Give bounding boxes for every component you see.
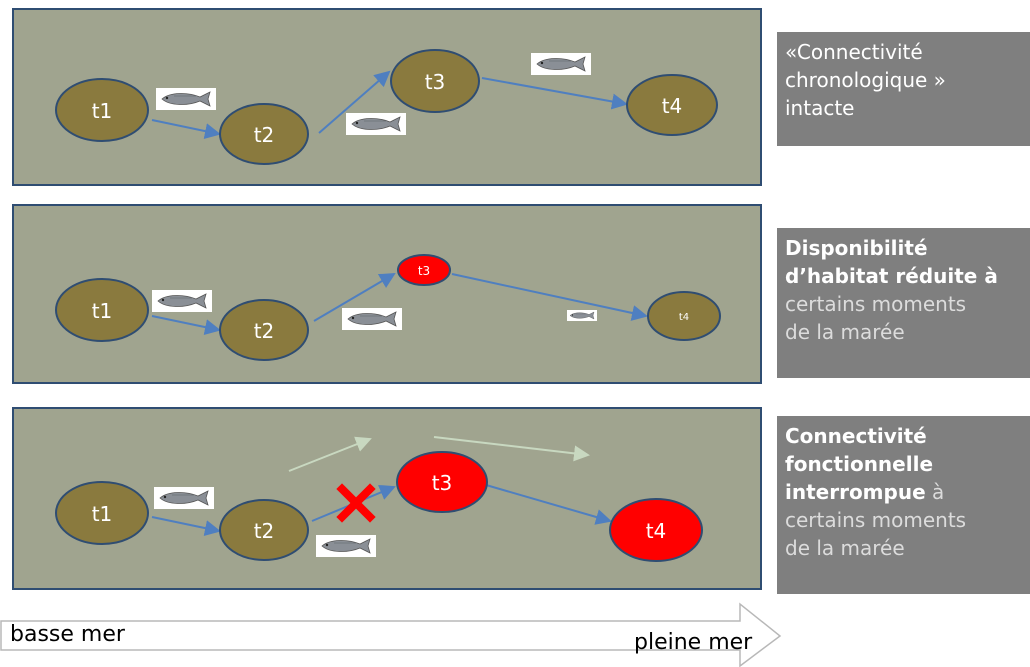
node-t2-label: t2 bbox=[254, 519, 275, 543]
node-t1-label: t1 bbox=[92, 99, 113, 123]
arrow-t2-t3 bbox=[318, 70, 391, 134]
panel-diagram: t1 t2 t3 t4 bbox=[55, 436, 703, 562]
node-t2-label: t2 bbox=[254, 319, 275, 343]
panel-diagram: t1 t2 t3 t4 bbox=[55, 49, 718, 165]
caption-line: de la marée bbox=[785, 320, 905, 344]
fish-icon bbox=[346, 113, 406, 135]
fish-icon bbox=[342, 308, 402, 330]
faded-arrow bbox=[288, 436, 372, 472]
caption-line: certains moments bbox=[785, 292, 967, 316]
arrow-t1-t2 bbox=[151, 516, 221, 536]
node-t3-label: t3 bbox=[425, 70, 446, 94]
node-t1 bbox=[55, 278, 149, 342]
arrow-t2-t3 bbox=[313, 272, 396, 322]
node-t4 bbox=[647, 291, 721, 341]
arrow-t3-t4 bbox=[451, 273, 648, 321]
caption-line: chronologique » bbox=[785, 68, 946, 92]
caption-emphasis: d’habitat réduite bbox=[785, 264, 978, 288]
caption-line: fonctionnelle bbox=[785, 452, 934, 476]
caption-line: à bbox=[925, 480, 945, 504]
node-t2 bbox=[219, 103, 309, 165]
panel-interrupted-connectivity: t1 t2 t3 t4 bbox=[12, 407, 762, 590]
caption-emphasis: interrompue bbox=[785, 480, 926, 504]
panel-intact-connectivity: t1 t2 t3 t4 bbox=[12, 8, 762, 186]
caption-line: Disponibilité bbox=[785, 236, 928, 260]
tide-high-label: pleine mer bbox=[634, 630, 753, 655]
fish-icon bbox=[156, 88, 216, 110]
node-t2 bbox=[219, 299, 309, 361]
panel-reduced-habitat: t1 t2 t3 t4 bbox=[12, 204, 762, 384]
caption-line: à bbox=[977, 264, 998, 288]
fish-icon bbox=[154, 487, 214, 509]
caption-line: intacte bbox=[785, 96, 855, 120]
caption-line: Connectivité bbox=[785, 424, 927, 448]
fish-icon bbox=[531, 53, 591, 75]
caption-interrupted: Connectivité fonctionnelle interrompue à… bbox=[777, 416, 1030, 594]
node-t4-label: t4 bbox=[646, 519, 667, 543]
fish-icon bbox=[152, 290, 212, 312]
node-t3 bbox=[390, 49, 480, 113]
caption-line: de la marée bbox=[785, 536, 905, 560]
caption-line: certains moments bbox=[785, 508, 967, 532]
arrow-t1-t2 bbox=[151, 315, 221, 335]
fish-icon bbox=[316, 535, 376, 557]
tide-arrow bbox=[0, 602, 782, 667]
fish-icon bbox=[566, 310, 598, 321]
arrow-t3-t4 bbox=[481, 77, 628, 110]
node-t2-label: t2 bbox=[254, 123, 275, 147]
node-t4 bbox=[609, 498, 703, 562]
caption-line: «Connectivité bbox=[785, 40, 923, 64]
node-t4-label: t4 bbox=[679, 312, 689, 323]
node-t1 bbox=[55, 481, 149, 545]
node-t1-label: t1 bbox=[92, 502, 113, 526]
node-t3 bbox=[396, 451, 488, 513]
arrow-t3-t4 bbox=[485, 484, 612, 525]
tide-low-label: basse mer bbox=[10, 622, 125, 647]
caption-reduced: Disponibilité d’habitat réduite à certai… bbox=[777, 228, 1030, 378]
node-t3-label: t3 bbox=[418, 264, 430, 278]
panel-diagram: t1 t2 t3 t4 bbox=[55, 254, 721, 361]
node-t1-label: t1 bbox=[92, 299, 113, 323]
cross-icon bbox=[336, 483, 376, 523]
node-t3-label: t3 bbox=[432, 471, 453, 495]
arrow-t1-t2 bbox=[151, 119, 221, 139]
node-t4-label: t4 bbox=[662, 94, 683, 118]
node-t3 bbox=[397, 254, 451, 286]
node-t1 bbox=[55, 78, 149, 142]
caption-intact: «Connectivité chronologique » intacte bbox=[777, 32, 1030, 146]
node-t2 bbox=[219, 499, 309, 561]
node-t4 bbox=[626, 74, 718, 136]
faded-arrow bbox=[433, 436, 590, 462]
